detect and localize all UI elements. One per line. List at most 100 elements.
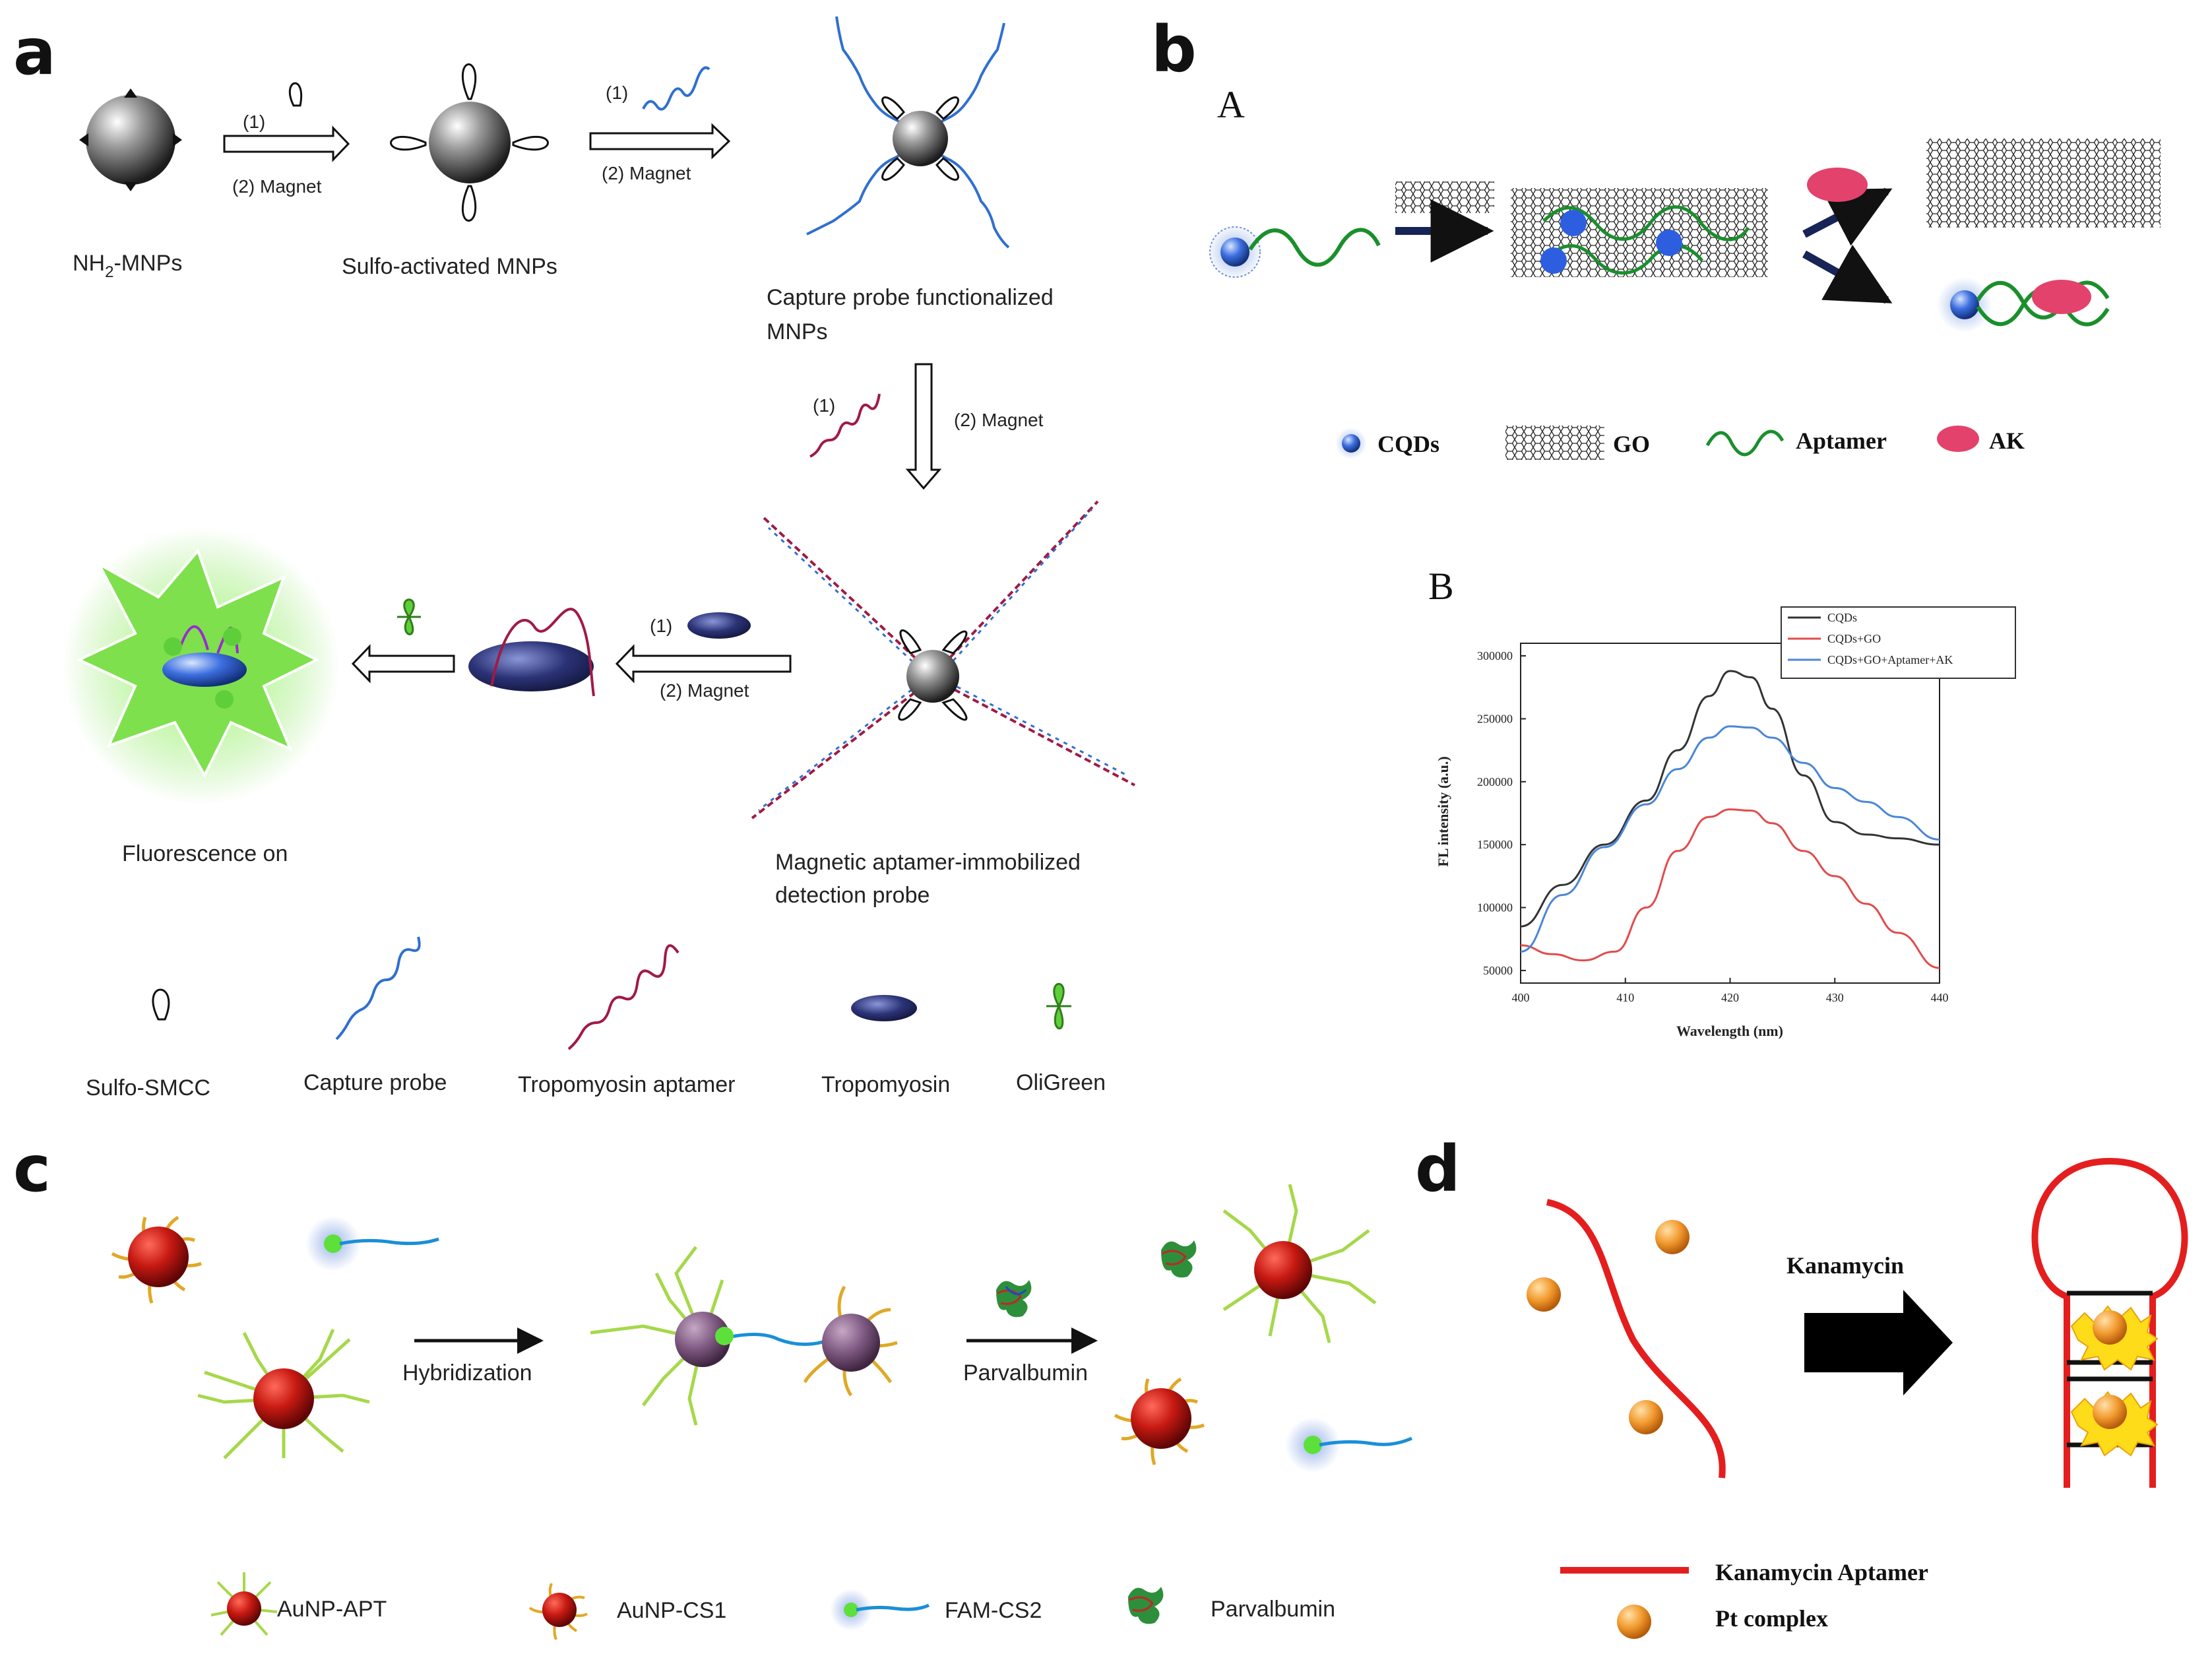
- legend-cqds-label: CQDs: [1377, 431, 1439, 457]
- fluorescence-label: Fluorescence on: [122, 841, 288, 866]
- step1-label-2: (1): [606, 82, 628, 103]
- step1-label-4: (1): [650, 616, 672, 636]
- legend-parvalbumin-icon: [1128, 1587, 1164, 1624]
- nh2-mnp-particle: [79, 88, 182, 191]
- step1-label-3: (1): [813, 395, 835, 416]
- legend-ak-label: AK: [1989, 428, 2025, 454]
- panel-a: a NH2-MNPs (1) (2) Magnet Sulfo-activate…: [13, 15, 1135, 1101]
- legend-go-label: GO: [1613, 431, 1650, 457]
- panel-a-legend: Sulfo-SMCC Capture probe Tropomyosin apt…: [86, 936, 1106, 1101]
- legend-tropomyosin-aptamer-icon: [567, 944, 679, 1050]
- x-tick-label: 400: [1512, 991, 1530, 1004]
- legend-capture-probe-icon: [335, 936, 421, 1040]
- y-tick-label: 100000: [1477, 901, 1513, 914]
- legend-capture-probe-label: Capture probe: [303, 1070, 447, 1095]
- product-fam-cs2: [1285, 1417, 1412, 1473]
- nh2-mnps-label: NH2-MNPs: [73, 251, 182, 281]
- capture-probe-mnp-label-1: Capture probe functionalized: [767, 285, 1054, 310]
- legend-aunp-apt-label: AuNP-APT: [277, 1597, 387, 1622]
- magnet-label: (2) Magnet: [232, 176, 322, 197]
- legend-entry-2: CQDs+GO+Aptamer+AK: [1827, 653, 1953, 666]
- fam-cs2-strand: [305, 1216, 439, 1271]
- parvalbumin-label: Parvalbumin: [963, 1360, 1088, 1386]
- legend-tropomyosin-aptamer-label: Tropomyosin aptamer: [518, 1072, 735, 1097]
- panel-d-legend: Kanamycin Aptamer Pt complex: [1560, 1559, 1928, 1639]
- step-arrow-2: (1) (2) Magnet: [589, 66, 731, 183]
- hybridized-complex: [590, 1246, 898, 1426]
- fluorescence-burst: [63, 528, 340, 805]
- sulfo-activated-label: Sulfo-activated MNPs: [342, 254, 557, 279]
- legend-fam-cs2-label: FAM-CS2: [945, 1598, 1042, 1623]
- legend-box: [1781, 606, 2016, 679]
- y-tick-label: 150000: [1477, 838, 1513, 851]
- step-arrow-1: (1) (2) Magnet: [223, 82, 350, 197]
- y-tick-label: 300000: [1477, 649, 1513, 662]
- step1-label: (1): [243, 112, 265, 132]
- arrow-up-right: [1802, 187, 1893, 246]
- panel-b: b A: [1151, 13, 2161, 1039]
- series-line-0: [1520, 670, 1940, 928]
- x-tick-label: 430: [1826, 991, 1844, 1004]
- x-tick-label: 410: [1616, 991, 1634, 1004]
- panel-b-legend: CQDs GO Aptamer AK: [1335, 426, 2025, 460]
- aunp-apt-particle: [197, 1328, 370, 1459]
- sulfo-smcc-icon: [288, 82, 303, 107]
- legend-aptamer-label: Aptamer: [1796, 428, 1887, 454]
- legend-ak-icon: [1937, 426, 1979, 452]
- panel-d-label: d: [1415, 1132, 1461, 1206]
- panel-c: c Hybridization: [13, 1132, 1412, 1640]
- parvalbumin-bound-icon: [1161, 1240, 1197, 1278]
- panel-b-label: b: [1151, 13, 1197, 86]
- legend-pt-complex-label: Pt complex: [1715, 1605, 1828, 1632]
- go-with-cqds: [1511, 188, 1768, 277]
- capture-probe-mnp: [806, 16, 1010, 249]
- tropomyosin-aptamer-icon: [809, 393, 881, 458]
- legend-pt-complex-icon: [1617, 1605, 1651, 1639]
- step-arrow-down: (1) (2) Magnet: [809, 363, 1044, 490]
- legend-parvalbumin-label: Parvalbumin: [1211, 1597, 1335, 1622]
- ak-icon: [1807, 168, 1868, 202]
- legend-aunp-apt-icon: [210, 1572, 278, 1636]
- legend-fam-cs2-icon: [830, 1589, 930, 1631]
- legend-go-icon: [1505, 426, 1604, 460]
- tropomyosin-aptamer-complex: [468, 608, 595, 697]
- chart-x-axis-label: Wavelength (nm): [1676, 1023, 1783, 1039]
- magnet-label-2: (2) Magnet: [602, 163, 691, 183]
- product-aunp-apt-bound: [1161, 1184, 1377, 1343]
- cqd-aptamer: [1207, 224, 1381, 280]
- step-arrow-left-1: (1) (2) Magnet: [615, 612, 792, 701]
- parvalbumin-icon: [996, 1280, 1032, 1318]
- cqd-aptamer-ak-complex: [1937, 277, 2110, 333]
- y-tick-label: 250000: [1477, 712, 1513, 725]
- legend-tropomyosin-icon: [851, 995, 917, 1021]
- unfolded-aptamer: [1546, 1199, 1726, 1479]
- aunp-cs1-particle: [111, 1215, 202, 1304]
- oligreen-icon: [397, 598, 421, 635]
- folded-aptamer: [2031, 1157, 2188, 1488]
- legend-entry-1: CQDs+GO: [1827, 632, 1881, 645]
- legend-entry-0: CQDs: [1827, 611, 1857, 624]
- detection-probe-label-1: Magnetic aptamer-immobilized: [775, 850, 1081, 875]
- panel-c-legend: AuNP-APT AuNP-CS1 FAM-CS2 Parvalbumin: [210, 1572, 1335, 1640]
- x-tick-label: 420: [1721, 991, 1739, 1004]
- kanamycin-label: Kanamycin: [1786, 1252, 1904, 1279]
- series-line-1: [1520, 808, 1940, 969]
- legend-oligreen-label: OliGreen: [1016, 1070, 1106, 1095]
- go-sheet-empty: [1926, 139, 2161, 228]
- detection-probe-label-2: detection probe: [775, 883, 930, 908]
- detection-probe-mnp: [751, 500, 1135, 819]
- legend-kanamycin-aptamer-label: Kanamycin Aptamer: [1715, 1559, 1928, 1585]
- y-tick-label: 200000: [1477, 775, 1513, 788]
- panel-a-label: a: [13, 15, 56, 89]
- legend-cqds-icon: [1342, 434, 1360, 453]
- magnet-label-4: (2) Magnet: [660, 680, 749, 701]
- kanamycin-arrow: [1804, 1290, 1953, 1395]
- x-tick-label: 440: [1931, 991, 1949, 1004]
- panel-b-sublabel-B: B: [1428, 565, 1454, 608]
- panel-b-sublabel-A: A: [1217, 83, 1245, 126]
- panel-c-label: c: [13, 1132, 51, 1206]
- magnet-label-3: (2) Magnet: [954, 410, 1044, 430]
- sulfo-activated-mnp: [390, 63, 549, 222]
